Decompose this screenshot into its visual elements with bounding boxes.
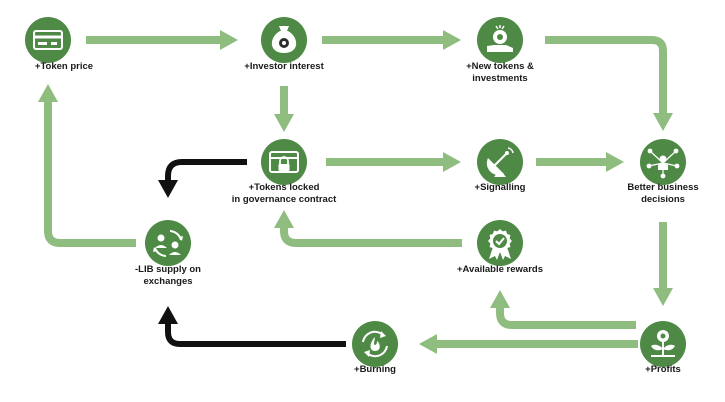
node-label-line: +Investor interest xyxy=(244,61,324,72)
node-profits xyxy=(640,321,686,367)
node-available-rewards xyxy=(477,220,523,266)
satellite-dish-icon xyxy=(486,147,514,177)
node-label-line: +New tokens & xyxy=(466,61,534,72)
node-label-line: +Tokens locked xyxy=(248,182,320,193)
nodes-layer xyxy=(25,17,686,367)
coin-in-hand-icon xyxy=(487,25,513,52)
money-bag-icon xyxy=(271,26,297,53)
arrow-tokens-locked-to-lib-supply xyxy=(158,159,247,198)
arrow-new-tokens-to-business-decisions xyxy=(545,36,673,131)
node-business-decisions xyxy=(640,139,686,185)
network-person-icon xyxy=(646,148,680,179)
node-label-signalling: +Signalling xyxy=(415,182,585,194)
node-token-price xyxy=(25,17,71,63)
arrow-burning-to-lib-supply xyxy=(158,306,346,347)
node-label-line: decisions xyxy=(641,194,685,205)
node-label-line: +Burning xyxy=(354,364,396,375)
node-label-line: +Available rewards xyxy=(457,264,543,275)
node-label-new-tokens: +New tokens &investments xyxy=(415,61,585,85)
node-label-line: in governance contract xyxy=(231,194,337,205)
node-circle xyxy=(352,321,398,367)
node-circle xyxy=(261,139,307,185)
node-signalling xyxy=(477,139,523,185)
arrow-lib-supply-to-token-price xyxy=(38,84,136,247)
exchange-people-icon xyxy=(153,230,183,257)
node-label-line: Better business xyxy=(627,182,699,193)
node-label-available-rewards: +Available rewards xyxy=(415,264,585,276)
node-tokens-locked xyxy=(261,139,307,185)
node-new-tokens xyxy=(477,17,523,63)
node-investor-interest xyxy=(261,17,307,63)
node-label-line: +Token price xyxy=(34,61,94,72)
node-lib-supply xyxy=(145,220,191,266)
locked-card-icon xyxy=(269,151,299,173)
node-label-line: -LIB supply on xyxy=(135,264,201,275)
node-circle xyxy=(25,17,71,63)
node-label-line: investments xyxy=(472,73,528,84)
node-label-burning: +Burning xyxy=(290,364,460,376)
award-badge-icon xyxy=(488,229,512,260)
arrow-available-rewards-to-tokens-locked xyxy=(274,210,462,247)
money-plant-icon xyxy=(651,330,675,357)
node-burning xyxy=(352,321,398,367)
node-label-line: +Signalling xyxy=(474,182,526,193)
node-label-profits: +Profits xyxy=(578,364,725,376)
node-label-token-price: +Token price xyxy=(0,61,149,73)
node-label-line: exchanges xyxy=(143,276,193,287)
edges-layer xyxy=(38,30,673,354)
node-circle xyxy=(145,220,191,266)
node-label-investor-interest: +Investor interest xyxy=(199,61,369,73)
arrow-profits-to-available-rewards xyxy=(490,290,636,329)
node-circle xyxy=(477,139,523,185)
node-label-line: +Profits xyxy=(645,364,681,375)
recycle-fire-icon xyxy=(362,330,388,358)
credit-card-icon xyxy=(33,30,63,50)
